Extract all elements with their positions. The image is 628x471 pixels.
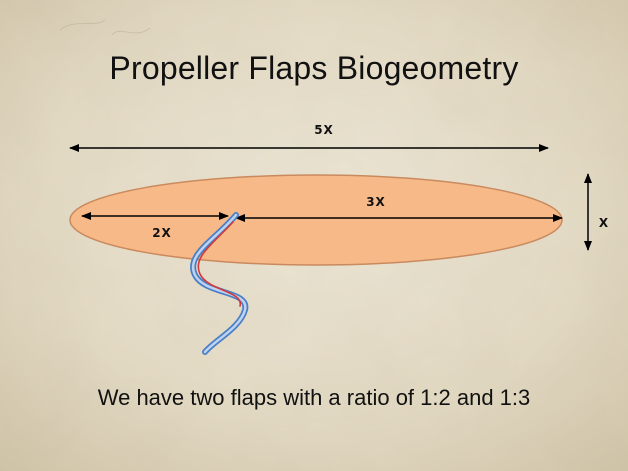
total-length-label: 5X bbox=[314, 123, 334, 137]
flap-ellipse bbox=[69, 174, 563, 266]
slide-caption: We have two flaps with a ratio of 1:2 an… bbox=[97, 385, 531, 410]
long-segment-label: 3X bbox=[366, 195, 386, 209]
short-segment-label: 2X bbox=[152, 226, 172, 240]
slide-title: Propeller Flaps Biogeometry bbox=[109, 50, 519, 86]
width-label: X bbox=[599, 216, 609, 230]
perforator-vessel bbox=[190, 212, 249, 355]
